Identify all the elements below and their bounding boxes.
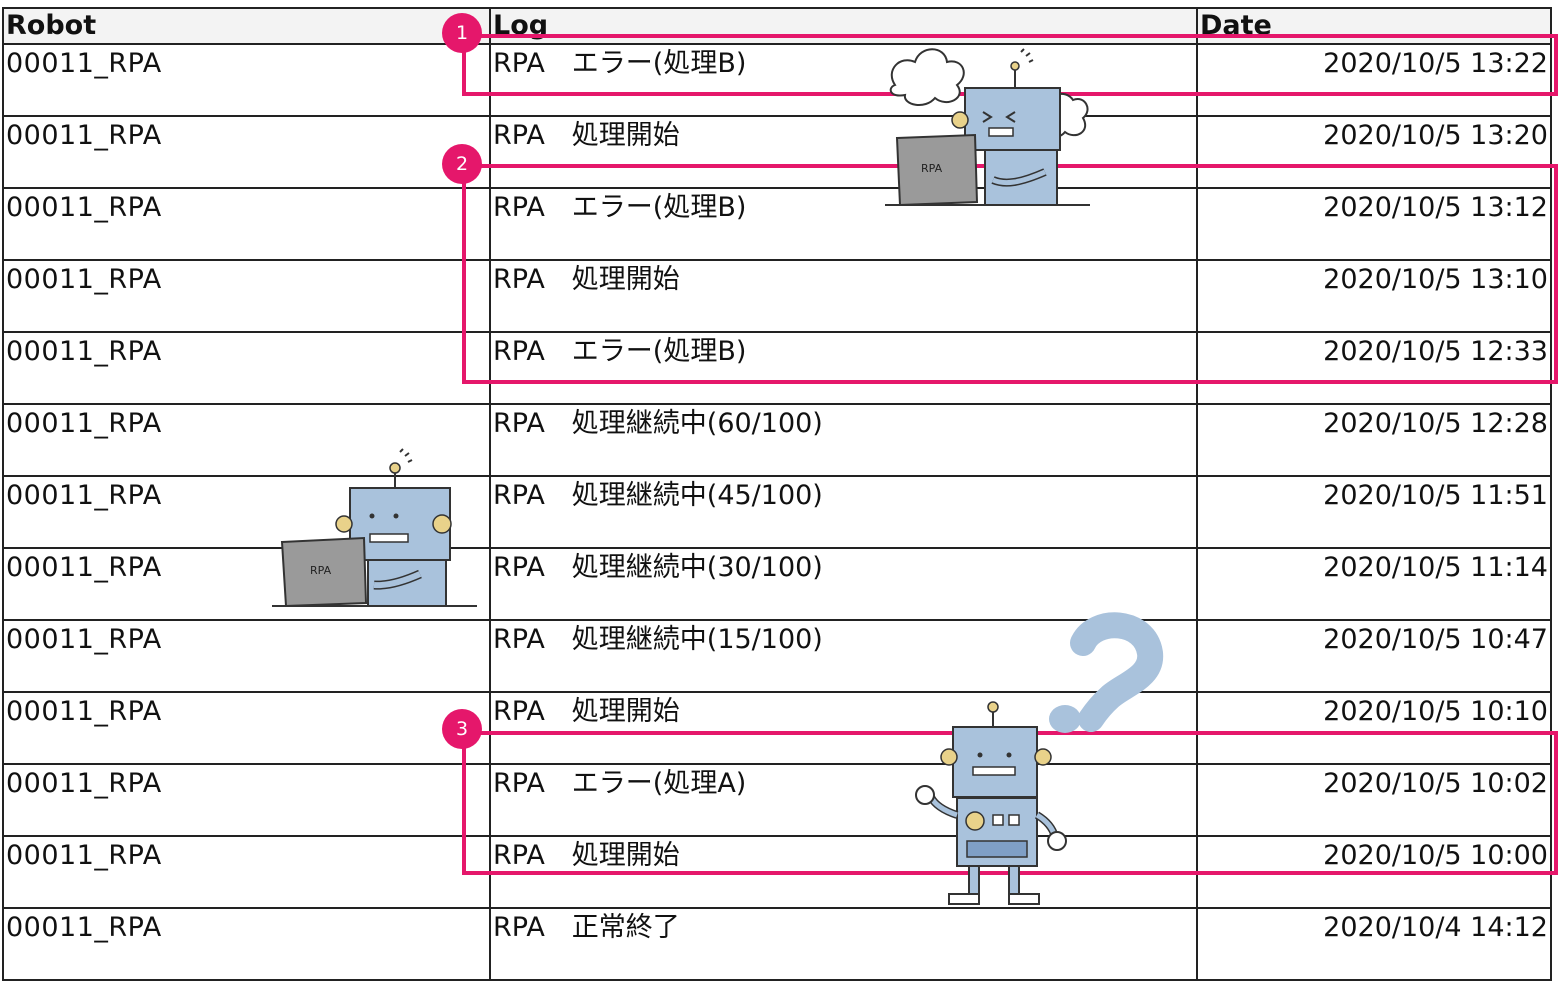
robot-overheating-icon: RPA [885,48,1090,207]
robot-cell: 00011_RPA [2,259,491,333]
table-row: 00011_RPA RPA 処理開始 2020/10/5 10:10 [2,691,1552,765]
robot-working-icon: RPA [272,448,477,608]
table-row: 00011_RPA RPA 処理開始 2020/10/5 13:20 [2,115,1552,189]
robot-question-icon [915,612,1164,905]
log-cell: RPA 処理継続中(30/100) [489,547,1198,621]
robot-cell: 00011_RPA [2,43,491,117]
robot-cell: 00011_RPA [2,907,491,981]
table-row: 00011_RPA RPA エラー(処理B) 2020/10/5 13:12 [2,187,1552,261]
laptop-label: RPA [310,564,332,577]
laptop-label: RPA [921,162,943,175]
table-row: 00011_RPA RPA 処理開始 2020/10/5 10:00 [2,835,1552,909]
robot-cell: 00011_RPA [2,331,491,405]
log-cell: RPA 処理開始 [489,691,1198,765]
robot-cell: 00011_RPA [2,115,491,189]
log-cell: RPA エラー(処理B) [489,331,1198,405]
table-row: 00011_RPA RPA 処理開始 2020/10/5 13:10 [2,259,1552,333]
table-row: 00011_RPA RPA 処理継続中(60/100) 2020/10/5 12… [2,403,1552,477]
column-header-robot: Robot [2,7,491,45]
log-cell: RPA 処理継続中(45/100) [489,475,1198,549]
robot-cell: 00011_RPA [2,763,491,837]
log-cell: RPA 正常終了 [489,907,1198,981]
date-cell: 2020/10/5 10:47 [1196,619,1552,693]
robot-cell: 00011_RPA [2,691,491,765]
date-cell: 2020/10/5 11:14 [1196,547,1552,621]
date-cell: 2020/10/5 13:20 [1196,115,1552,189]
marker-badge-1: 1 [442,13,482,53]
date-cell: 2020/10/5 12:33 [1196,331,1552,405]
date-cell: 2020/10/5 13:10 [1196,259,1552,333]
table-row: 00011_RPA RPA エラー(処理B) 2020/10/5 13:22 [2,43,1552,117]
column-header-log: Log [489,7,1198,45]
marker-badge-3: 3 [442,709,482,749]
robot-cell: 00011_RPA [2,403,491,477]
robot-cell: 00011_RPA [2,835,491,909]
date-cell: 2020/10/5 13:12 [1196,187,1552,261]
date-cell: 2020/10/5 13:22 [1196,43,1552,117]
robot-cell: 00011_RPA [2,619,491,693]
log-cell: RPA エラー(処理B) [489,187,1198,261]
log-cell: RPA エラー(処理A) [489,763,1198,837]
date-cell: 2020/10/5 11:51 [1196,475,1552,549]
log-cell: RPA 処理開始 [489,259,1198,333]
table-row: 00011_RPA RPA 処理継続中(15/100) 2020/10/5 10… [2,619,1552,693]
robot-cell: 00011_RPA [2,187,491,261]
log-table: Robot Log Date 00011_RPA RPA エラー(処理B) 20… [2,7,1552,981]
table-row: 00011_RPA RPA 処理継続中(45/100) 2020/10/5 11… [2,475,1552,549]
table-row: 00011_RPA RPA 正常終了 2020/10/4 14:12 [2,907,1552,981]
date-cell: 2020/10/5 10:00 [1196,835,1552,909]
date-cell: 2020/10/5 10:02 [1196,763,1552,837]
table-header-row: Robot Log Date [2,7,1552,45]
table-row: 00011_RPA RPA エラー(処理A) 2020/10/5 10:02 [2,763,1552,837]
column-header-date: Date [1196,7,1552,45]
date-cell: 2020/10/5 12:28 [1196,403,1552,477]
marker-badge-2: 2 [442,144,482,184]
date-cell: 2020/10/5 10:10 [1196,691,1552,765]
date-cell: 2020/10/4 14:12 [1196,907,1552,981]
table-row: 00011_RPA RPA 処理継続中(30/100) 2020/10/5 11… [2,547,1552,621]
table-row: 00011_RPA RPA エラー(処理B) 2020/10/5 12:33 [2,331,1552,405]
log-cell: RPA 処理継続中(60/100) [489,403,1198,477]
log-cell: RPA 処理開始 [489,115,1198,189]
